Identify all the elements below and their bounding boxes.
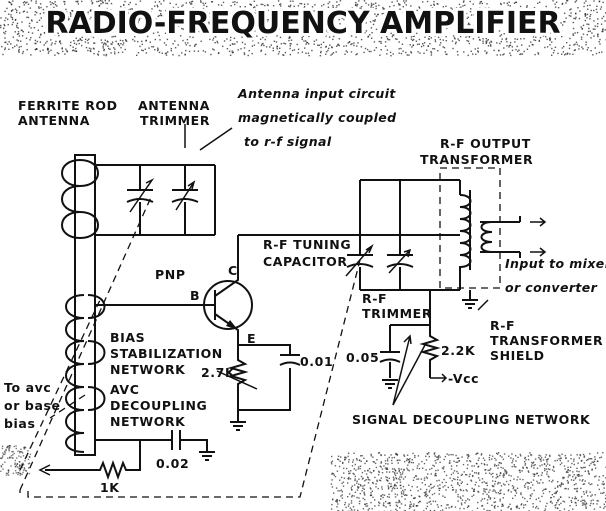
label-mixer-2: or converter (505, 280, 598, 295)
label-shield-2: TRANSFORMER (490, 333, 603, 348)
label-avc-2: DECOUPLING (110, 398, 207, 413)
label-rf-trimmer-1: R-F (362, 291, 387, 306)
avc-decoupling-network (38, 430, 215, 480)
label-pin-b: B (190, 288, 200, 303)
label-bias-1: BIAS (110, 330, 145, 345)
label-c-avc: 0.02 (156, 456, 189, 471)
label-c-decouple: 0.05 (346, 350, 379, 365)
label-c-emitter: 0.01 (300, 354, 333, 369)
pnp-transistor (95, 235, 253, 345)
label-rf-output-2: TRANSFORMER (420, 152, 533, 167)
label-antenna-trimmer-1: ANTENNA (138, 98, 210, 113)
ferrite-rod-antenna (61, 154, 106, 456)
label-avc-3: NETWORK (110, 414, 186, 429)
label-to-avc-3: bias (4, 416, 36, 431)
output-tuned-circuit (238, 167, 547, 311)
signal-decoupling-network (379, 290, 448, 406)
label-r-emitter: 2.7K (201, 365, 236, 380)
label-shield-3: SHIELD (490, 348, 545, 363)
note-line-2: magnetically coupled (238, 110, 397, 125)
leader-lines (19, 194, 361, 498)
label-antenna-trimmer-2: TRIMMER (140, 113, 210, 128)
label-shield-1: R-F (490, 318, 515, 333)
antenna-tuning-circuit (95, 124, 233, 236)
label-ferrite-rod-2: ANTENNA (18, 113, 90, 128)
label-tuning-1: R-F TUNING (263, 237, 351, 252)
note-line-3: to r-f signal (244, 134, 332, 149)
emitter-bias-network (216, 344, 301, 431)
label-pin-c: C (228, 263, 238, 278)
label-avc-1: AVC (110, 382, 139, 397)
label-r-decouple: 2.2K (441, 343, 476, 358)
label-mixer-1: Input to mixer (505, 256, 606, 271)
label-vcc: -Vcc (448, 371, 479, 386)
label-rf-trimmer-2: TRIMMER (362, 306, 432, 321)
label-r-avc: 1K (100, 480, 120, 495)
label-pnp: PNP (155, 267, 186, 282)
label-to-avc-2: or base (4, 398, 61, 413)
label-to-avc-1: To avc (4, 380, 51, 395)
labels: FERRITE ROD ANTENNA ANTENNA TRIMMER Ante… (4, 86, 606, 495)
diagram-title: RADIO-FREQUENCY AMPLIFIER (45, 6, 560, 41)
label-bias-3: NETWORK (110, 362, 186, 377)
label-tuning-2: CAPACITOR (263, 254, 348, 269)
label-bias-2: STABILIZATION (110, 346, 223, 361)
label-rf-output-1: R-F OUTPUT (440, 136, 531, 151)
label-signal-decoupling: SIGNAL DECOUPLING NETWORK (352, 412, 591, 427)
note-line-1: Antenna input circuit (237, 86, 396, 101)
label-ferrite-rod-1: FERRITE ROD (18, 98, 118, 113)
label-pin-e: E (247, 331, 256, 346)
